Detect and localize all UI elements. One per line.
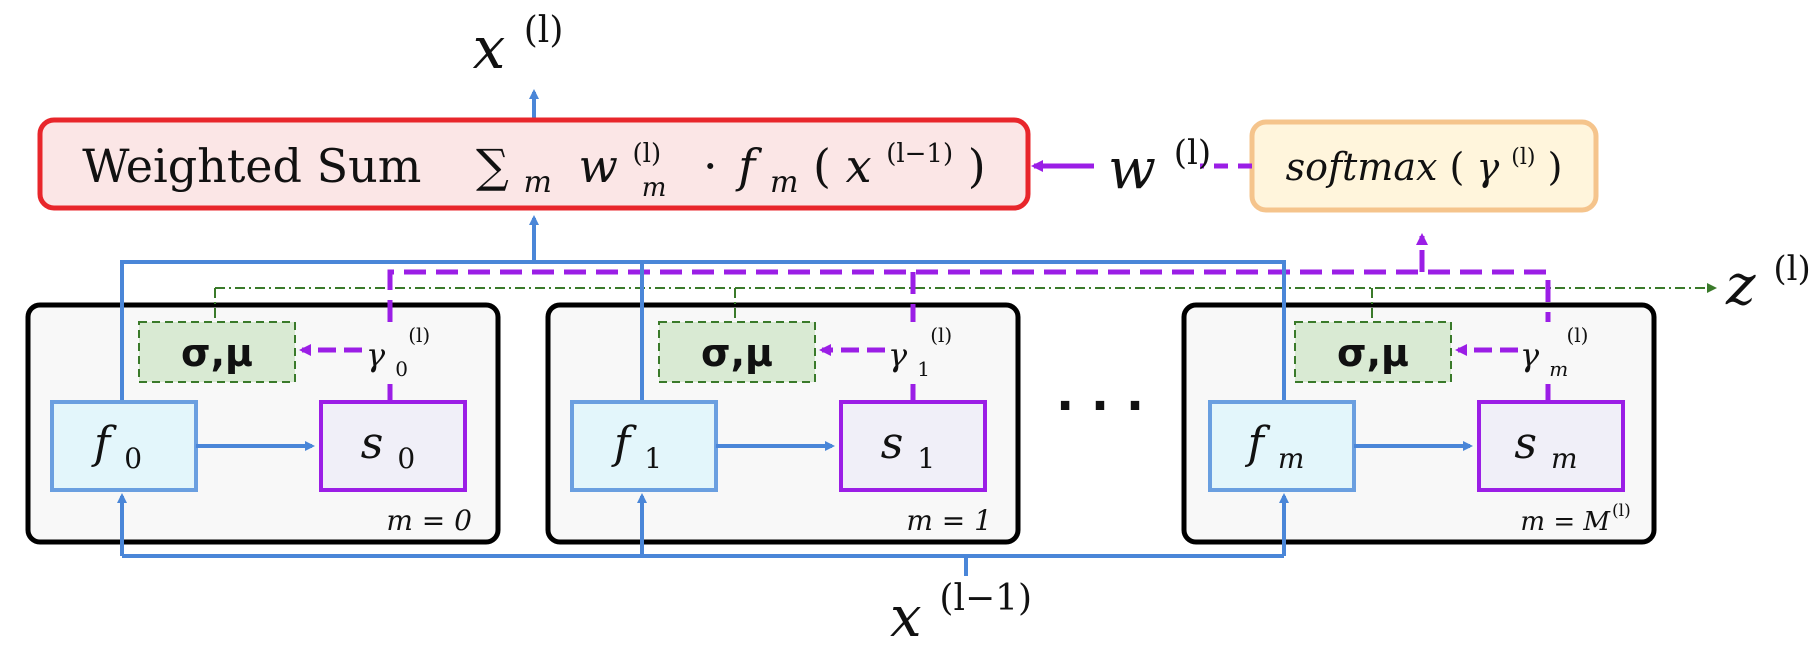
weight-superscript: (l): [633, 139, 662, 169]
s-box-2: [1477, 400, 1625, 492]
softmax-close: ): [1548, 145, 1563, 189]
softmax-fn: softmax: [1286, 145, 1438, 189]
module-index-2: m = M: [1520, 507, 1611, 537]
softmax-gamma: γ: [1476, 145, 1499, 189]
module-1-contents: σ,μ γ 1 (l) f 1 s 1 m = 1: [570, 321, 992, 537]
stat-box-1: [658, 321, 816, 383]
dot-operator: ·: [703, 139, 718, 193]
sum-subscript: m: [523, 165, 551, 200]
s-label-1: s 1: [881, 418, 935, 475]
weighted-sum-block: Weighted Sum ∑ m w (l) m · f m ( x (l−1)…: [37, 117, 1031, 211]
s-label-0: s 0: [361, 418, 415, 475]
function-output-lines: [120, 215, 1286, 402]
module-0-contents: σ,μ γ 0 (l) f 0 s 0 m = 0: [50, 321, 472, 537]
stat-label-2: σ,μ: [1337, 331, 1409, 375]
f-box-0: [50, 400, 198, 492]
softmax-formula: softmax ( γ (l) ): [1286, 129, 1563, 189]
output-label: x (l): [473, 10, 564, 82]
stat-box-0: [138, 321, 296, 383]
module-index-1: m = 1: [906, 504, 992, 537]
f-label-0: f 0: [91, 418, 142, 475]
softmax-open: (: [1450, 145, 1465, 189]
module-2-contents: σ,μ γ m (l) f m s m m = M (l): [1208, 321, 1631, 537]
open-paren: (: [813, 139, 831, 193]
gamma-label-1: γ 1 (l): [888, 323, 952, 384]
softmax-superscript: (l): [1511, 145, 1535, 170]
gamma-collection-line: [387, 233, 1551, 322]
weight-symbol: w: [579, 139, 618, 193]
module-index-2-superscript: (l): [1612, 501, 1631, 521]
softmax-block: softmax ( γ (l) ): [1249, 119, 1599, 213]
gamma-label-2: γ m (l): [1520, 323, 1588, 384]
weights-label: w (l): [1108, 133, 1211, 202]
module-index-0: m = 0: [386, 504, 472, 537]
function-symbol: f: [735, 139, 762, 193]
input-label: x (l−1): [890, 578, 1032, 650]
weight-subscript: m: [642, 173, 667, 203]
input-symbol: x: [846, 139, 872, 193]
s-box-1: [839, 400, 987, 492]
weighted-sum-title: Weighted Sum: [82, 139, 421, 193]
weighted-sum-formula: Weighted Sum ∑ m w (l) m · f m ( x (l−1)…: [82, 119, 985, 207]
input-bus: [117, 493, 1289, 576]
f-label-2: f m: [1245, 418, 1305, 475]
gamma-label-0: γ 0 (l): [366, 323, 430, 384]
f-label-1: f 1: [611, 418, 662, 475]
input-superscript: (l−1): [886, 139, 953, 169]
stat-label-0: σ,μ: [181, 331, 253, 375]
stat-box-2: [1294, 321, 1452, 383]
weighted-sum-box: [37, 117, 1031, 211]
s-label-2: s m: [1514, 418, 1577, 475]
ellipsis: · · ·: [1056, 378, 1144, 434]
stat-label-1: σ,μ: [701, 331, 773, 375]
function-subscript: m: [770, 165, 798, 200]
close-paren: ): [968, 139, 986, 193]
f-box-2: [1208, 400, 1356, 492]
stat-aggregation-line: [214, 283, 1717, 322]
z-label: z (l): [1725, 249, 1811, 318]
s-box-0: [319, 400, 467, 492]
sum-symbol: ∑: [476, 139, 509, 193]
